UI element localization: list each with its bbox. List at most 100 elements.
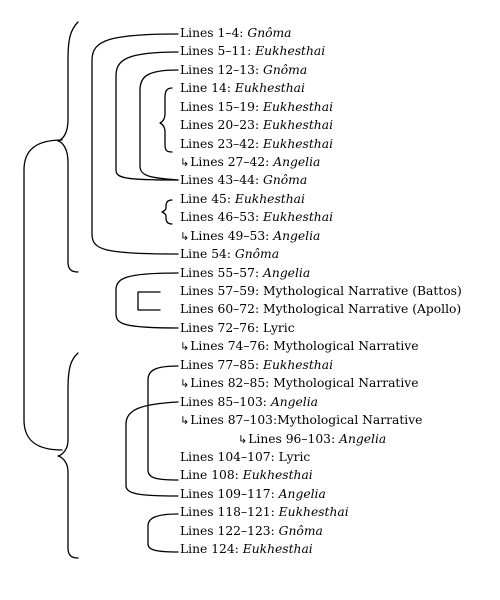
entry-line: ↳Lines 27–42: Angelia <box>180 154 320 171</box>
entry-genre: Angelia <box>339 431 387 446</box>
entry-range: Lines 85–103: <box>180 394 271 409</box>
entry-genre: Gnôma <box>234 247 280 262</box>
entry-line: Lines 23–42: Eukhesthai <box>180 136 333 152</box>
entry-genre: Mythological Narrative <box>273 376 419 391</box>
entry-range: Lines 77–85: <box>180 357 264 372</box>
sub-arrow-icon: ↳ <box>180 156 190 169</box>
top-brace <box>57 21 79 263</box>
entry-line: Lines 1–4: Gnôma <box>180 25 292 41</box>
entry-genre: Eukhesthai <box>263 99 333 114</box>
entry-line: Lines 55–57: Angelia <box>180 265 310 281</box>
entry-line: Lines 72–76: Lyric <box>180 320 295 336</box>
entry-range: Lines 27–42: <box>190 155 274 169</box>
entry-genre: Gnôma <box>263 62 308 77</box>
sub-arrow-icon: ↳ <box>180 414 190 427</box>
sub-arrow-icon: ↳ <box>180 377 190 391</box>
entry-genre: Gnôma <box>278 523 323 538</box>
bracket-77-108 <box>147 365 179 481</box>
entry-range: Lines 46–53: <box>180 210 264 225</box>
entry-range: Lines 15–19: <box>180 99 264 114</box>
entry-range: Lines 82–85: <box>190 376 274 391</box>
entry-genre: Mythological Narrative <box>277 413 423 427</box>
entry-genre: Angelia <box>278 486 326 501</box>
entry-line: Line 108: Eukhesthai <box>180 467 313 483</box>
entry-genre: Lyric <box>263 320 295 335</box>
entry-range: Lines 118–121: <box>180 505 279 520</box>
entry-genre: Eukhesthai <box>278 505 349 520</box>
entry-genre: Angelia <box>273 155 321 169</box>
entry-range: Lines 20–23: <box>180 118 264 133</box>
sub-arrow-icon: ↳ <box>180 340 190 354</box>
entry-genre: Angelia <box>263 265 311 280</box>
entry-range: Lines 72–76: <box>180 320 264 335</box>
entry-line: ↳Lines 82–85: Mythological Narrative <box>180 375 419 392</box>
entry-range: Line 45: <box>180 191 235 206</box>
entry-genre: Lyric <box>278 449 311 464</box>
sub-arrow-icon: ↳ <box>180 229 190 243</box>
entry-line: ↳Lines 49–53: Angelia <box>180 228 320 245</box>
entry-range: Lines 96–103: <box>248 431 340 446</box>
entry-genre: Gnôma <box>247 26 292 40</box>
bracket-118-124 <box>147 513 179 553</box>
entry-genre: Eukhesthai <box>263 136 333 151</box>
entry-line: Line 45: Eukhesthai <box>180 191 305 207</box>
entry-genre: Angelia <box>270 394 318 409</box>
entry-line: Lines 118–121: Eukhesthai <box>180 504 349 520</box>
entry-line: Lines 85–103: Angelia <box>180 394 318 410</box>
entry-genre: Mythological Narrative (Battos) <box>263 284 462 298</box>
entry-line: Lines 43–44: Gnôma <box>180 172 307 188</box>
top-brace-cap <box>67 261 79 273</box>
entry-range: Lines 109–117: <box>180 486 279 501</box>
entry-range: Lines 87–103: <box>190 413 278 427</box>
bracket-57-60 <box>137 291 161 311</box>
outer-brace-left <box>23 139 63 451</box>
entry-range: Lines 49–53: <box>190 228 274 243</box>
bracket-12-43-inner <box>139 69 179 181</box>
entry-range: Lines 23–42: <box>180 136 264 151</box>
bracket-55-72 <box>115 272 179 329</box>
entry-genre: Eukhesthai <box>263 118 333 133</box>
entry-genre: Eukhesthai <box>242 468 313 483</box>
entry-genre: Eukhesthai <box>255 44 326 59</box>
entry-line: Lines 46–53: Eukhesthai <box>180 209 333 225</box>
entry-genre: Mythological Narrative (Apollo) <box>263 302 462 317</box>
entry-genre: Eukhesthai <box>234 81 305 96</box>
entry-range: Lines 5–11: <box>180 44 256 59</box>
entry-genre: Eukhesthai <box>234 191 305 206</box>
sub-arrow-icon: ↳ <box>238 432 248 446</box>
entry-range: Lines 43–44: <box>180 173 264 188</box>
entry-genre: Eukhesthai <box>263 357 333 372</box>
bracket-5-54 <box>91 33 179 255</box>
entry-line: Lines 109–117: Angelia <box>180 486 326 502</box>
entry-genre: Mythological Narrative <box>273 339 419 354</box>
entry-line: Lines 122–123: Gnôma <box>180 523 323 539</box>
entry-line: Line 54: Gnôma <box>180 246 279 262</box>
entry-line: Lines 5–11: Eukhesthai <box>180 43 325 59</box>
entry-range: Lines 57–59: <box>180 284 264 298</box>
entry-genre: Angelia <box>273 228 321 243</box>
entry-line: Lines 77–85: Eukhesthai <box>180 357 333 373</box>
entry-range: Line 14: <box>180 81 235 96</box>
entry-line: Lines 20–23: Eukhesthai <box>180 117 333 133</box>
entry-range: Lines 104–107: <box>180 449 279 464</box>
entry-range: Line 124: <box>180 542 243 556</box>
entry-line: Lines 60–72: Mythological Narrative (Apo… <box>180 301 461 317</box>
brace-45-53 <box>161 199 173 225</box>
entry-range: Lines 74–76: <box>190 339 274 354</box>
bracket-12-43 <box>115 51 179 181</box>
brace-14-23 <box>159 87 173 153</box>
entry-range: Lines 12–13: <box>180 62 264 77</box>
entry-line: ↳Lines 74–76: Mythological Narrative <box>180 338 419 355</box>
entry-line: Lines 15–19: Eukhesthai <box>180 99 333 115</box>
entry-line: Lines 12–13: Gnôma <box>180 62 307 78</box>
bracket-85-109 <box>125 401 179 497</box>
entry-line: Line 14: Eukhesthai <box>180 80 305 96</box>
entry-line: ↳Lines 96–103: Angelia <box>238 431 386 448</box>
entry-range: Lines 122–123: <box>180 523 279 538</box>
entry-range: Lines 60–72: <box>180 302 264 317</box>
entry-line: Lines 104–107: Lyric <box>180 449 310 465</box>
entry-genre: Eukhesthai <box>242 542 313 556</box>
entry-genre: Eukhesthai <box>263 210 333 225</box>
